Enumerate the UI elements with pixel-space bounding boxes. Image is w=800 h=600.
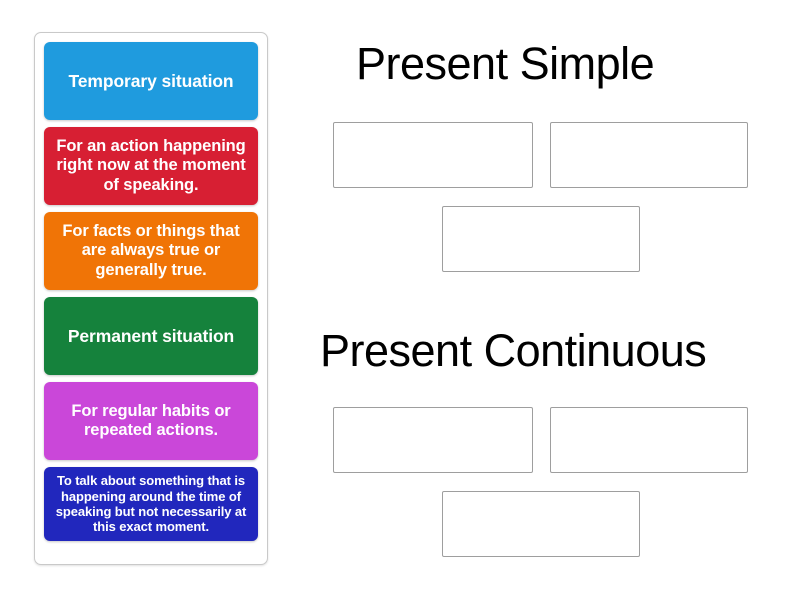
dropzone-present-simple-1[interactable]	[333, 122, 533, 188]
draggable-card-facts-always-true[interactable]: For facts or things that are always true…	[44, 212, 258, 290]
dropzone-present-continuous-2[interactable]	[550, 407, 748, 473]
dropzone-present-simple-3[interactable]	[442, 206, 640, 272]
dropzone-present-simple-2[interactable]	[550, 122, 748, 188]
card-label: For an action happening right now at the…	[56, 136, 246, 194]
card-label: Permanent situation	[67, 325, 235, 346]
draggable-card-action-happening-now[interactable]: For an action happening right now at the…	[44, 127, 258, 205]
draggable-card-permanent-situation[interactable]: Permanent situation	[44, 297, 258, 375]
card-label: For regular habits or repeated actions.	[71, 401, 231, 439]
group-title-present-simple: Present Simple	[356, 38, 655, 89]
draggable-card-regular-habits[interactable]: For regular habits or repeated actions.	[44, 382, 258, 460]
card-label: For facts or things that are always true…	[62, 221, 240, 279]
draggable-card-around-time-of-speaking[interactable]: To talk about something that is happenin…	[44, 467, 258, 541]
draggable-card-temporary-situation[interactable]: Temporary situation	[44, 42, 258, 120]
draggable-cards-panel: Temporary situation For an action happen…	[34, 32, 268, 565]
card-label: Temporary situation	[68, 70, 234, 91]
card-label: To talk about something that is happenin…	[55, 473, 247, 535]
dropzone-present-continuous-3[interactable]	[442, 491, 640, 557]
dropzone-present-continuous-1[interactable]	[333, 407, 533, 473]
group-title-present-continuous: Present Continuous	[320, 325, 707, 376]
